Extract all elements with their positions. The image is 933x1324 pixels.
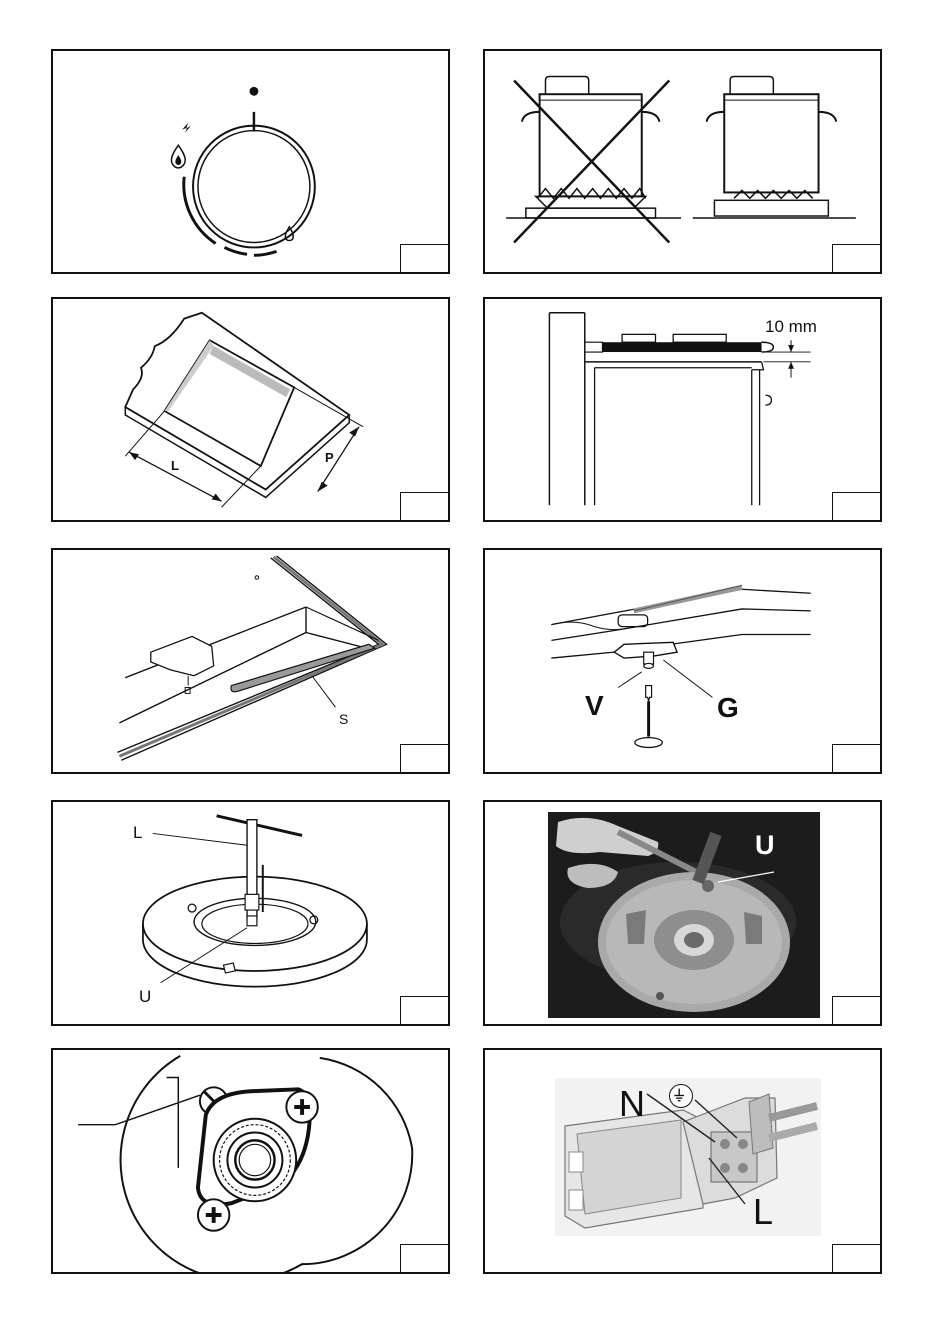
figure-seal: S (51, 548, 450, 774)
earth-icon (669, 1084, 693, 1108)
label-tool-L: L (133, 824, 142, 841)
burner-adjust-drawing (53, 802, 448, 1024)
pots-drawing (485, 51, 880, 272)
figure-clamp: V G (483, 548, 882, 774)
off-position-dot (250, 87, 259, 96)
figure-number-box (400, 744, 448, 772)
figure-number-box (400, 492, 448, 520)
clearance-drawing (485, 299, 880, 520)
label-neutral-N: N (619, 1086, 645, 1122)
figure-number-box (832, 1244, 880, 1272)
figure-number-box (400, 996, 448, 1024)
label-bracket-G: G (717, 694, 739, 722)
figure-clearance: 10 mm (483, 297, 882, 522)
knob-drawing (53, 51, 448, 272)
figure-pots (483, 49, 882, 274)
label-width-L: L (171, 459, 179, 472)
label-screw-V: V (585, 692, 604, 720)
burner-photo-image (548, 812, 820, 1018)
large-flame-icon (171, 145, 185, 168)
figure-number-box (400, 244, 448, 272)
label-screw-U: U (755, 832, 775, 859)
figure-cutout: L P (51, 297, 450, 522)
label-live-L: L (753, 1194, 773, 1230)
correct-pot-right (693, 77, 856, 218)
figure-knob (51, 49, 450, 274)
figure-terminal-block: N L (483, 1048, 882, 1274)
label-depth-P: P (325, 451, 334, 464)
figure-burner-photo: U (483, 800, 882, 1026)
clamp-drawing (485, 550, 880, 772)
figure-burner-adjust: L U (51, 800, 450, 1026)
injector-drawing (53, 1050, 448, 1272)
figure-number-box (832, 996, 880, 1024)
cutout-drawing (53, 299, 448, 520)
ignition-spark-icon (182, 123, 191, 133)
figure-number-box (832, 244, 880, 272)
figure-number-box (400, 1244, 448, 1272)
figure-injector (51, 1048, 450, 1274)
figure-number-box (832, 492, 880, 520)
oversized-pot-left (506, 77, 681, 218)
label-seal-S: S (339, 712, 348, 726)
seal-drawing (53, 550, 448, 772)
label-gap-10mm: 10 mm (765, 318, 817, 335)
figure-number-box (832, 744, 880, 772)
label-screw-U: U (139, 988, 151, 1005)
